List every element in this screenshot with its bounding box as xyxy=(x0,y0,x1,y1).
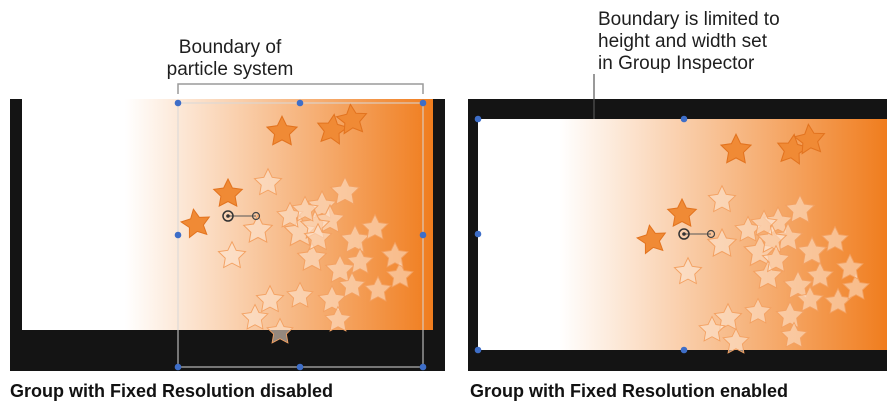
left-canvas xyxy=(10,83,445,371)
callout-left: Boundary of particle system xyxy=(150,37,310,81)
emitter-handle-icon xyxy=(251,211,261,221)
callout-right: Boundary is limited to height and width … xyxy=(598,9,868,75)
caption-right: Group with Fixed Resolution enabled xyxy=(470,381,789,401)
emitter-handle-icon xyxy=(706,229,716,239)
emitter-anchor-icon xyxy=(222,210,234,222)
callout-right-line3: in Group Inspector xyxy=(598,53,755,74)
callout-left-line2: particle system xyxy=(166,59,294,80)
callout-right-line2: height and width set xyxy=(598,31,768,52)
boundary-handles[interactable] xyxy=(174,99,427,371)
boundary-bracket xyxy=(177,83,424,94)
caption-left: Group with Fixed Resolution disabled xyxy=(10,381,334,401)
callout-right-line1: Boundary is limited to xyxy=(598,9,780,30)
boundary-handles[interactable] xyxy=(474,115,688,354)
right-canvas xyxy=(468,74,887,371)
emitter-anchor-icon xyxy=(678,228,690,240)
callout-left-line1: Boundary of xyxy=(178,37,282,58)
